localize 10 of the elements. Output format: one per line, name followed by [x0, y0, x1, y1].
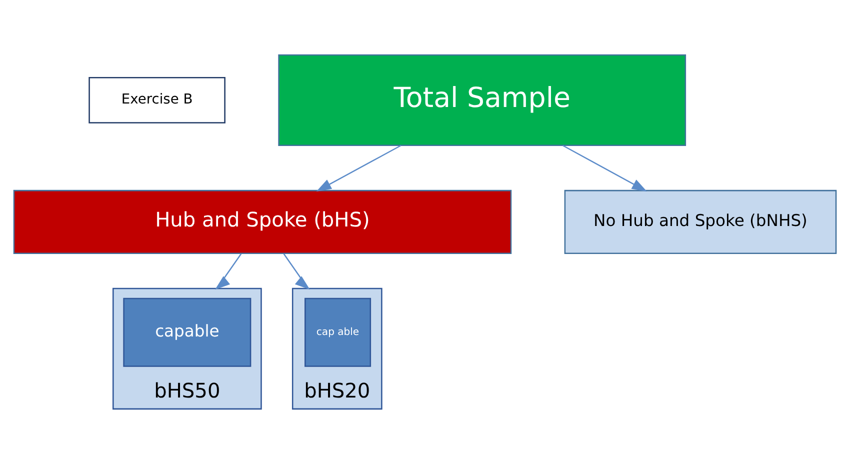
arrow	[562, 144, 647, 191]
node-box: Hub and Spoke (bHS)	[13, 189, 512, 254]
arrow	[214, 252, 242, 290]
arrow	[283, 252, 310, 290]
node-box: Total Sample	[278, 54, 686, 146]
node-box: No Hub and Spoke (bNHS)	[564, 189, 837, 254]
arrow	[316, 144, 402, 191]
node-box: cap able	[304, 297, 372, 366]
node-box: Exercise B	[88, 76, 226, 123]
node-box: capable	[123, 297, 252, 366]
